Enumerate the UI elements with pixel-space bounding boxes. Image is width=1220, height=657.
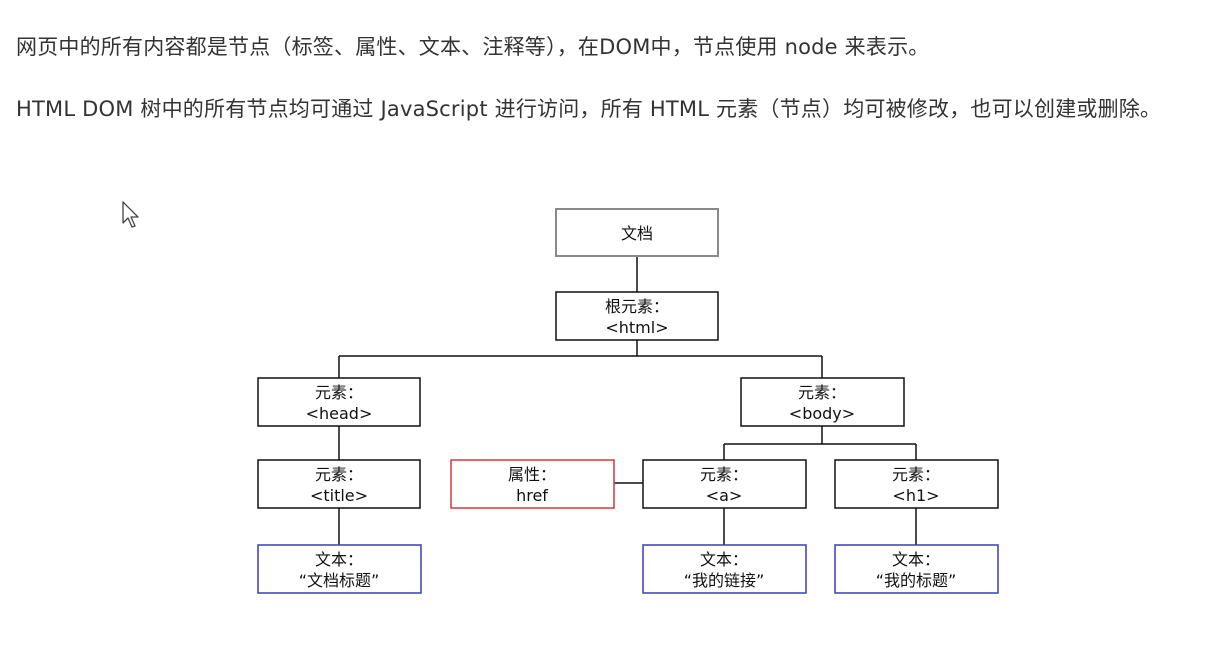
node-attribute-href: 属性： href (450, 459, 615, 509)
node-text-h1-value: “我的标题” (876, 571, 957, 590)
node-title-type: 元素： (315, 465, 363, 484)
node-text-a: 文本： “我的链接” (642, 544, 807, 594)
node-attr-type: 属性： (508, 465, 556, 484)
node-head: 元素： <head> (257, 377, 421, 427)
node-root-tag: <html> (605, 318, 668, 337)
mouse-pointer-icon (122, 201, 139, 228)
node-body-tag: <body> (789, 404, 855, 423)
node-head-tag: <head> (306, 404, 373, 423)
node-h1-tag: <h1> (892, 486, 939, 505)
node-h1-type: 元素： (892, 465, 940, 484)
node-root-type: 根元素： (605, 297, 669, 316)
node-text-a-value: “我的链接” (684, 571, 765, 590)
node-h1: 元素： <h1> (834, 459, 999, 509)
intro-paragraph-2: HTML DOM 树中的所有节点均可通过 JavaScript 进行访问，所有 … (16, 97, 1162, 121)
node-attr-name: href (516, 486, 548, 505)
node-text-h1: 文本： “我的标题” (834, 544, 999, 594)
node-root-html: 根元素： <html> (555, 291, 719, 341)
node-text-title-value: “文档标题” (299, 571, 380, 590)
tree-edges (338, 256, 917, 545)
node-document: 文档 (555, 208, 719, 257)
node-text-h1-type: 文本： (892, 550, 940, 569)
node-document-label: 文档 (621, 224, 653, 243)
node-a-tag: <a> (706, 486, 743, 505)
node-body: 元素： <body> (740, 377, 905, 427)
node-text-a-type: 文本： (700, 550, 748, 569)
node-body-type: 元素： (798, 383, 846, 402)
node-title-tag: <title> (310, 486, 368, 505)
intro-paragraph-1: 网页中的所有内容都是节点（标签、属性、文本、注释等），在DOM中，节点使用 no… (16, 35, 930, 59)
node-a: 元素： <a> (642, 459, 807, 509)
node-text-title: 文本： “文档标题” (257, 544, 422, 594)
node-head-type: 元素： (315, 383, 363, 402)
node-title: 元素： <title> (257, 459, 421, 509)
node-text-title-type: 文本： (315, 550, 363, 569)
node-a-type: 元素： (700, 465, 748, 484)
